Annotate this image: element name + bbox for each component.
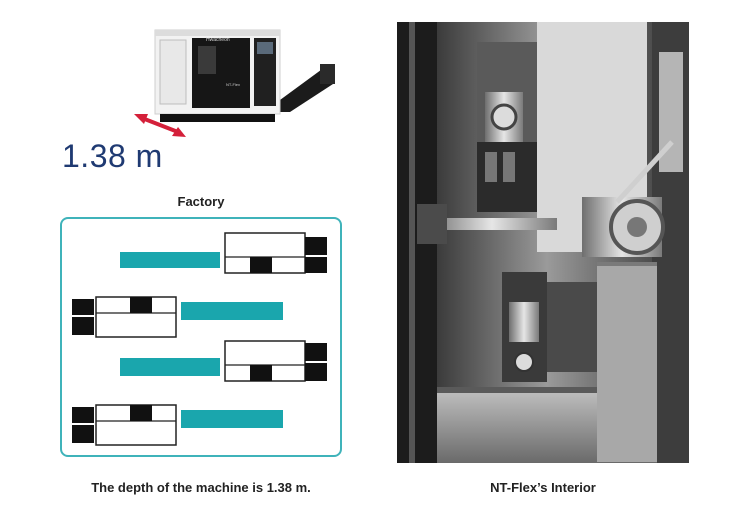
- caption-interior: NT-Flex’s Interior: [490, 480, 596, 495]
- factory-layout: [60, 217, 342, 457]
- lathe-machine-icon: Hwacheon NT-Flex: [134, 29, 335, 137]
- depth-value: 1.38 m: [62, 138, 163, 174]
- interior-photo: [397, 22, 689, 463]
- layout-row-3: [120, 340, 327, 382]
- factory-label: Factory: [177, 194, 225, 209]
- caption-depth: The depth of the machine is 1.38 m.: [91, 480, 311, 495]
- layout-row-4: [72, 404, 283, 446]
- depth-arrow-icon: [134, 114, 186, 137]
- machine-brand-text: Hwacheon: [206, 37, 230, 43]
- layout-row-2: [72, 296, 283, 338]
- factory-layout-diagram: [72, 232, 327, 446]
- machine-model-text: NT-Flex: [226, 82, 240, 87]
- layout-row-1: [120, 232, 327, 274]
